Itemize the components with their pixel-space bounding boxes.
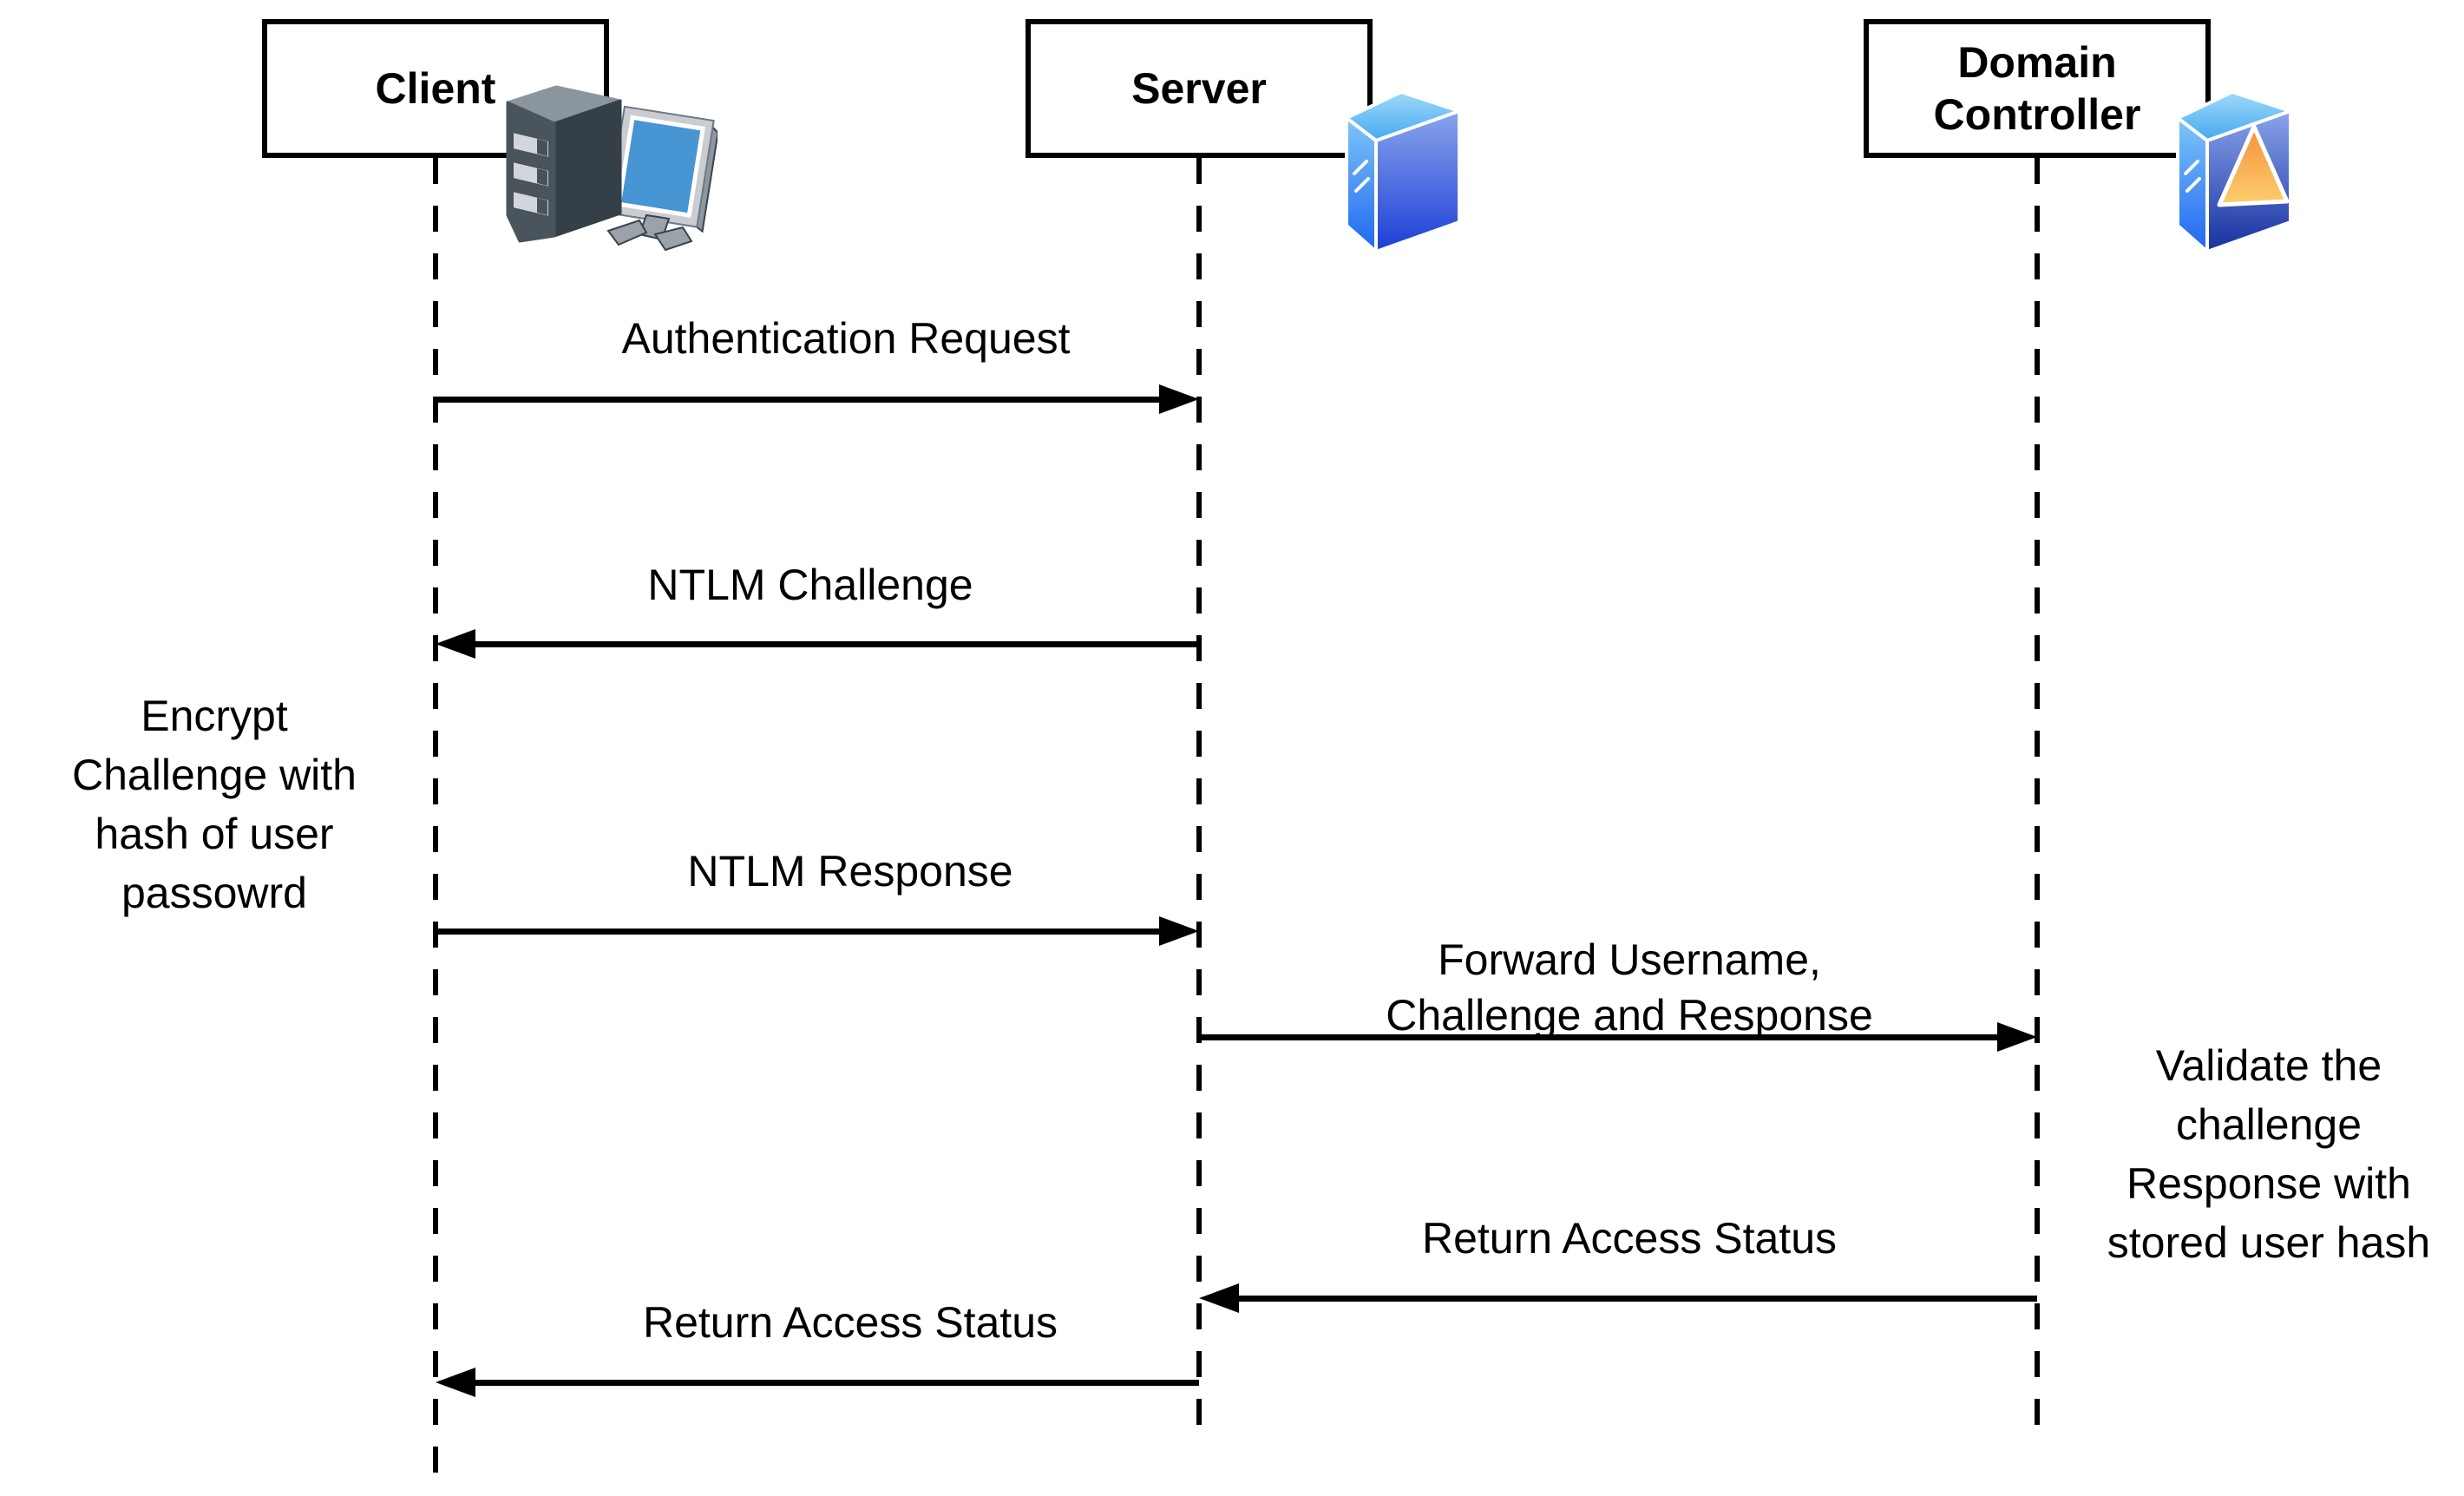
ntlm-response-label: NTLM Response (687, 847, 1013, 896)
server-tower-icon (1345, 90, 1461, 253)
forward-request-label: Forward Username, Challenge and Response (1386, 932, 1873, 1043)
auth-request-arrowhead (1159, 384, 1199, 414)
actor-domain-controller-box: Domain Controller (1864, 19, 2211, 158)
return-status-to-server-line (1235, 1296, 2037, 1302)
ntlm-response-line (436, 928, 1164, 935)
return-status-to-client-line (472, 1380, 1199, 1386)
forward-request-line (1199, 1034, 1997, 1040)
actor-server-box: Server (1026, 19, 1373, 158)
auth-request-line (436, 397, 1164, 403)
validate-note-line3: Response with (2127, 1159, 2411, 1208)
encrypt-note-line4: passowrd (121, 869, 307, 917)
ntlm-challenge-arrowhead (436, 629, 475, 659)
actor-client-label: Client (375, 64, 496, 113)
ntlm-challenge-line (472, 641, 1199, 647)
actor-server-label: Server (1131, 64, 1267, 113)
encrypt-note-line3: hash of user (95, 810, 334, 858)
server-lifeline (1196, 158, 1202, 1444)
note-encrypt-challenge: Encrypt Challenge with hash of user pass… (72, 686, 357, 922)
return-status-to-server-arrowhead (1199, 1283, 1239, 1313)
actor-domain-controller-label-line2: Controller (1933, 90, 2141, 139)
validate-note-line4: stored user hash (2107, 1218, 2431, 1267)
encrypt-note-line1: Encrypt (141, 692, 288, 740)
domain-controller-tower-icon (2176, 90, 2292, 253)
encrypt-note-line2: Challenge with (72, 751, 357, 799)
desktop-computer-icon (506, 85, 718, 252)
forward-request-label-line2: Challenge and Response (1386, 991, 1873, 1040)
validate-note-line1: Validate the (2155, 1041, 2382, 1090)
ntlm-response-arrowhead (1159, 916, 1199, 946)
auth-request-label: Authentication Request (621, 314, 1071, 363)
actor-domain-controller-label-line1: Domain (1957, 38, 2117, 87)
note-validate-response: Validate the challenge Response with sto… (2107, 1036, 2430, 1272)
client-lifeline (433, 158, 438, 1479)
return-status-to-client-arrowhead (436, 1368, 475, 1397)
validate-note-line2: challenge (2175, 1100, 2362, 1149)
ntlm-challenge-label: NTLM Challenge (647, 561, 973, 609)
forward-request-arrowhead (1997, 1022, 2037, 1052)
return-status-to-server-label: Return Access Status (1421, 1214, 1838, 1263)
return-status-to-client-label: Return Access Status (642, 1298, 1058, 1347)
domain-controller-lifeline (2035, 158, 2040, 1444)
forward-request-label-line1: Forward Username, (1438, 935, 1821, 984)
